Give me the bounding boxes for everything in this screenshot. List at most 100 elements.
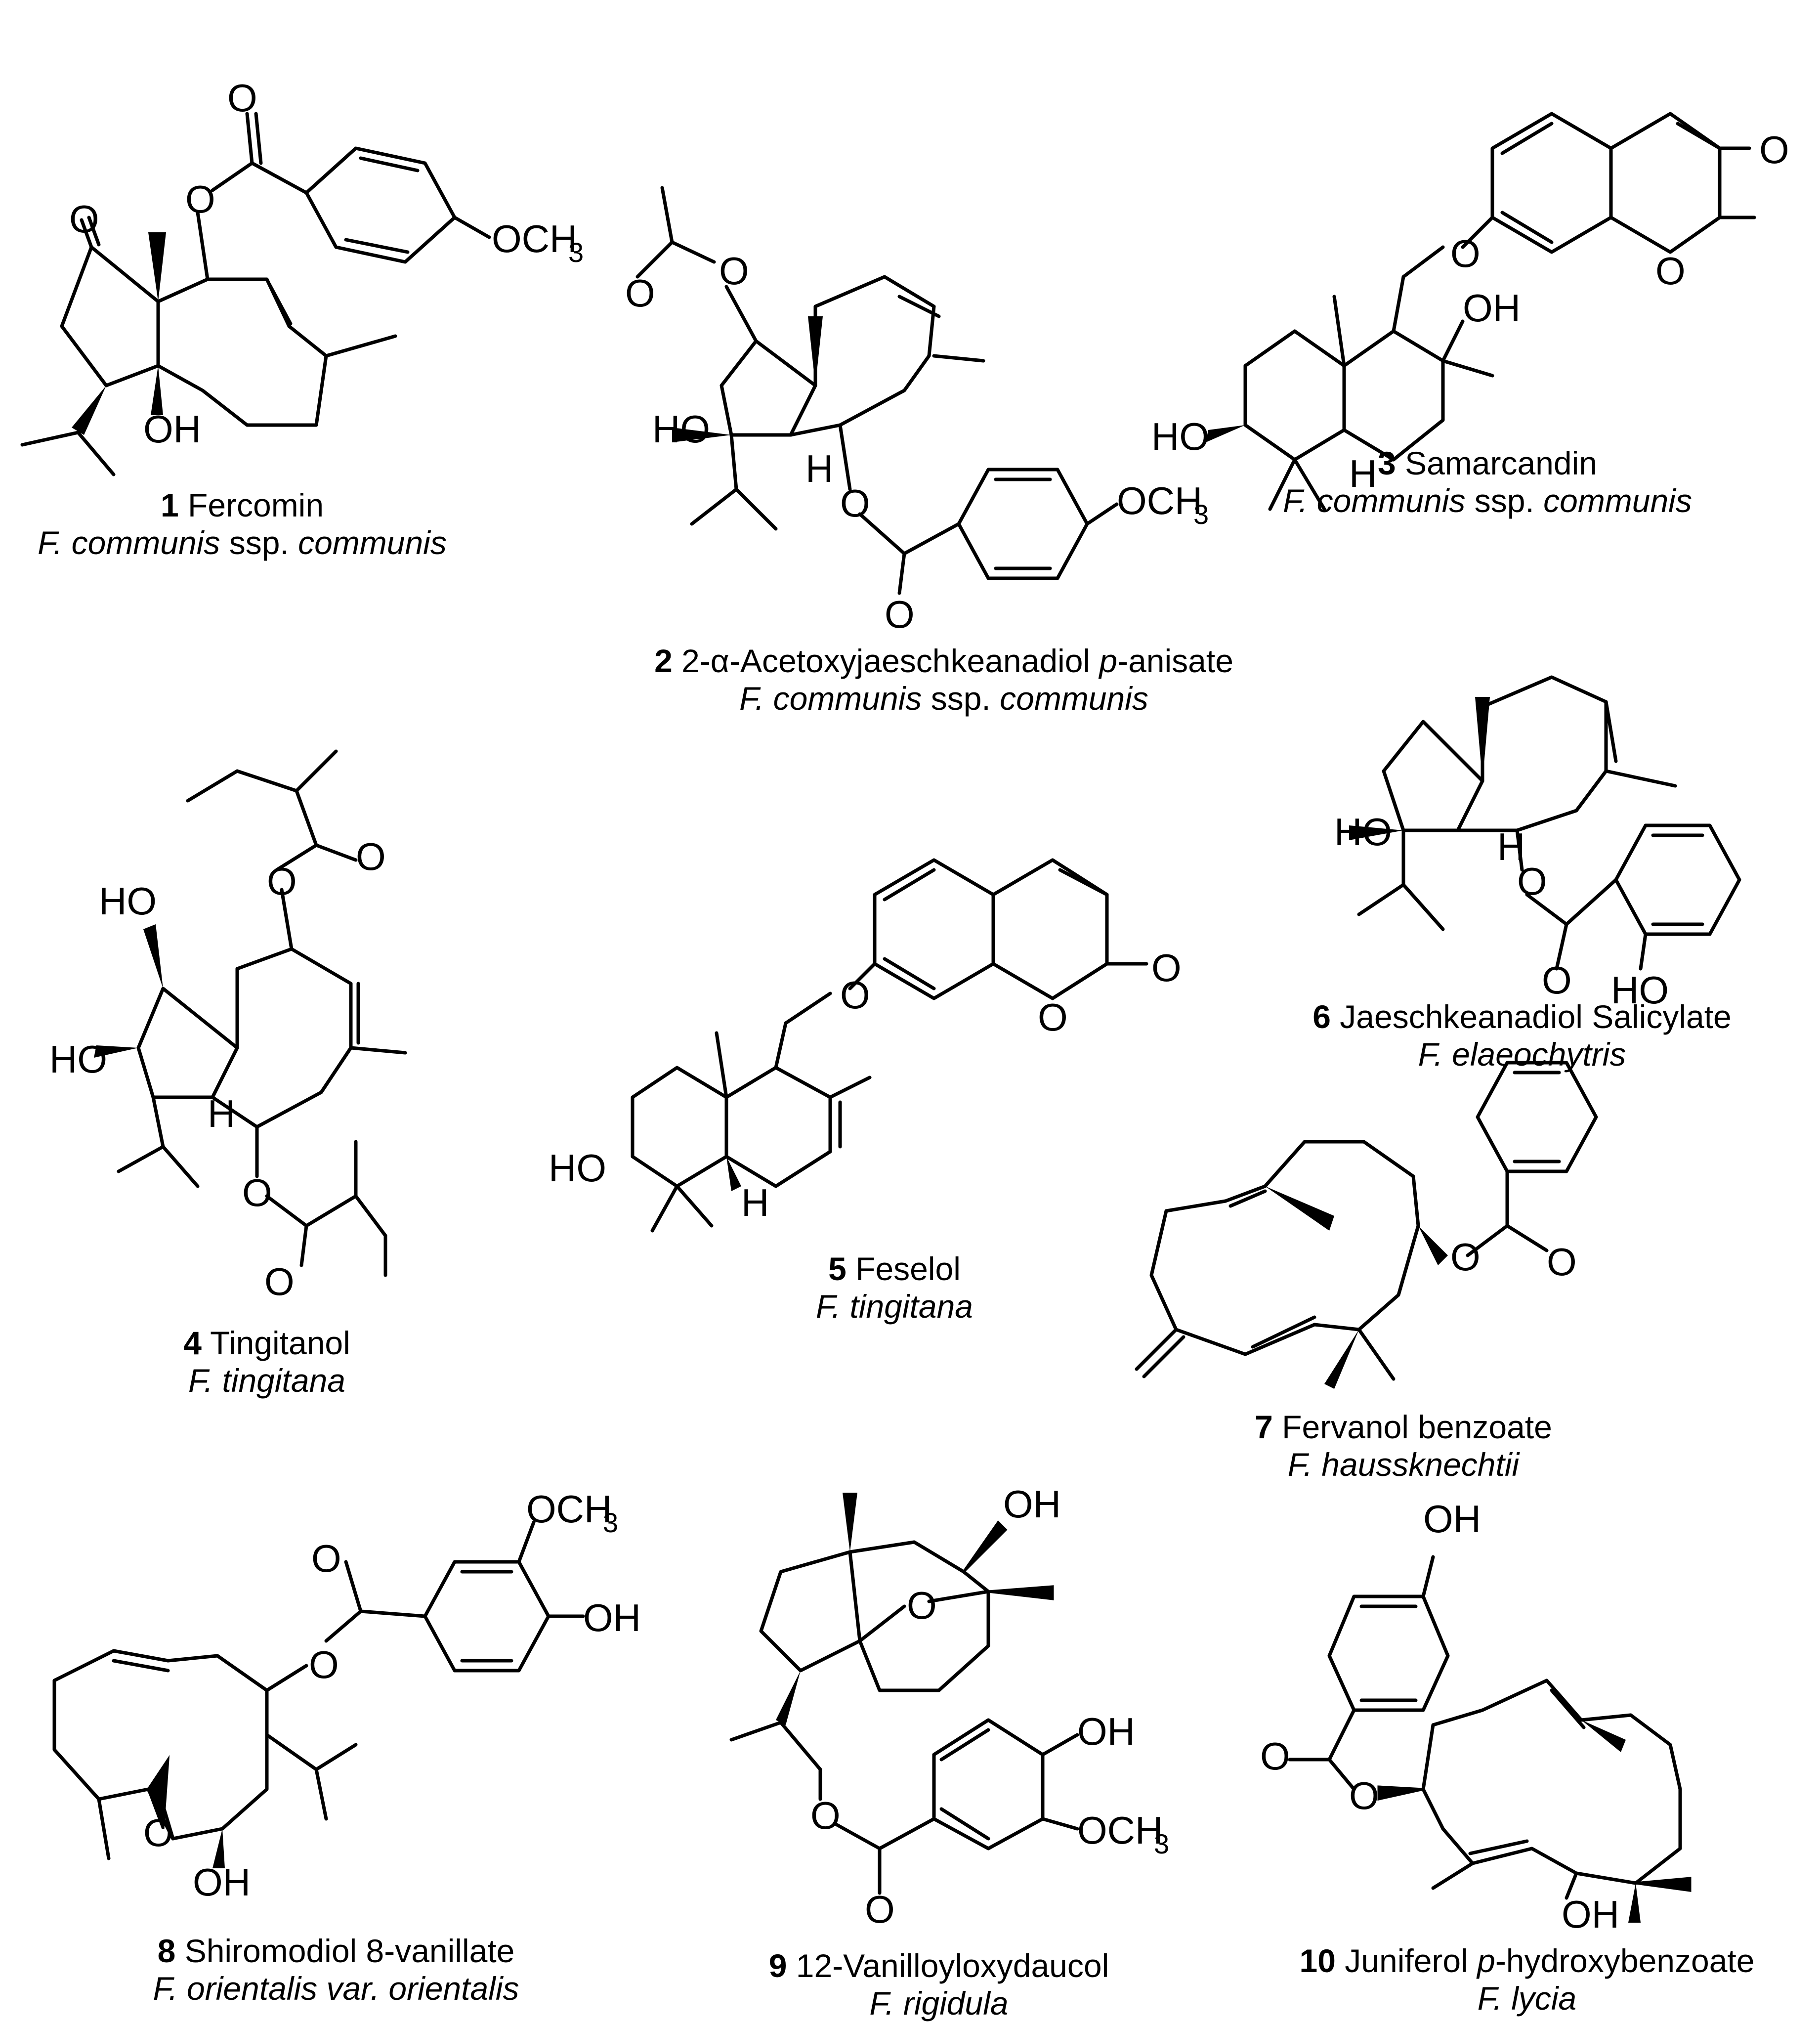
structure-3-samarcandin: O O O OH HO H [1151, 112, 1789, 511]
structure-9-vanilloyloxydaucol: OH O O O OH OCH 3 [729, 1482, 1169, 1931]
atom-label: O [1759, 128, 1789, 172]
species-epithet: communis [298, 524, 447, 561]
atom-subscript: 3 [568, 237, 584, 268]
species-name: F. tingitana [188, 1362, 345, 1399]
atom-label: O [1038, 995, 1068, 1039]
atom-label: O [840, 481, 870, 525]
atom-label: OH [1423, 1497, 1481, 1541]
structure-6-jaeschkeanadiol-salicylate: HO H O O HO [1334, 675, 1741, 1012]
atom-label: O [69, 197, 99, 241]
caption-compound-4: 4 Tingitanol F. tingitana [79, 1325, 455, 1400]
caption-compound-3: 3 Samarcandin F. communis ssp. communis [1235, 445, 1739, 520]
atom-label: H [741, 1181, 769, 1224]
atom-label: O [267, 860, 297, 903]
atom-label: O [840, 973, 870, 1017]
atom-label: O [309, 1643, 339, 1686]
atom-label: OH [1562, 1893, 1619, 1936]
atom-label: O [719, 249, 749, 293]
atom-subscript: 3 [1154, 1828, 1169, 1859]
atom-label: H [1497, 825, 1525, 868]
species-name: F. elaeochytris [1418, 1035, 1626, 1073]
compound-number: 10 [1299, 1942, 1336, 1979]
structure-1-fercomin: O O O OCH 3 OH [20, 76, 584, 476]
species-genus: F. communis [38, 524, 220, 561]
caption-compound-2: 2 2-α-Acetoxyjaeschkeanadiol p-anisate F… [568, 643, 1319, 718]
species-name: F. orientalis var. orientalis [153, 1970, 519, 2007]
atom-label: O [907, 1584, 937, 1627]
atom-subscript: 3 [603, 1507, 618, 1538]
compound-name: Jaeschkeanadiol Salicylate [1340, 998, 1732, 1035]
compound-name: 2-α-Acetoxyjaeschkeanadiol [681, 643, 1100, 679]
compound-number: 6 [1312, 998, 1331, 1035]
compound-name: Tingitanol [210, 1325, 350, 1361]
species-rank: ssp. [931, 680, 991, 717]
atom-label: HO [1611, 968, 1669, 1012]
compound-name: Samarcandin [1405, 445, 1597, 481]
caption-compound-8: 8 Shiromodiol 8-vanillate F. orientalis … [74, 1933, 598, 2008]
compound-number: 3 [1378, 445, 1396, 481]
atom-label: HO [1151, 415, 1209, 458]
compound-number: 1 [160, 487, 179, 523]
atom-label: O [185, 177, 215, 221]
atom-label: O [1517, 860, 1547, 903]
structure-5-feselol: O O O HO H [549, 858, 1182, 1233]
atom-label: OCH [492, 217, 577, 260]
caption-compound-7: 7 Fervanol benzoate F. haussknechtii [1176, 1409, 1631, 1484]
atom-label: OH [143, 407, 201, 451]
compound-name: Juniferol [1345, 1942, 1478, 1979]
atom-label: O [625, 271, 655, 315]
atom-label: O [311, 1537, 341, 1580]
species-rank: ssp. [1474, 482, 1534, 519]
structure-10-juniferol-hydroxybenzoate: OH O O OH [1260, 1497, 1692, 1936]
species-epithet: communis [1543, 482, 1692, 519]
atom-label: OH [1003, 1482, 1061, 1526]
caption-compound-6: 6 Jaeschkeanadiol Salicylate F. elaeochy… [1260, 998, 1784, 1074]
structure-7-fervanol-benzoate: O O [1135, 1061, 1598, 1389]
species-name: F. tingitana [815, 1288, 973, 1325]
atom-label: HO [99, 879, 157, 923]
atom-label: HO [549, 1146, 606, 1190]
structure-4-tingitanol: HO O O HO H O O [49, 749, 407, 1303]
atom-label: O [1450, 232, 1481, 275]
caption-compound-1: 1 Fercomin F. communis ssp. communis [0, 487, 484, 562]
compound-number: 8 [157, 1933, 176, 1969]
atom-label: OCH [526, 1487, 612, 1531]
atom-label: OH [1077, 1710, 1135, 1753]
compound-number: 2 [654, 643, 673, 679]
compound-number: 7 [1255, 1409, 1273, 1445]
compound-name-suffix: -hydroxybenzoate [1495, 1942, 1755, 1979]
structure-2-acetoxyjaeschkeanadiol-anisate: O O HO H O O OCH 3 [625, 186, 1209, 636]
atom-label: HO [652, 407, 710, 451]
compound-name-italic: p [1477, 1942, 1495, 1979]
atom-label: O [264, 1260, 295, 1303]
atom-label: O [143, 1811, 173, 1854]
atom-label: O [1349, 1774, 1379, 1817]
atom-label: OH [583, 1596, 641, 1639]
atom-label: O [1547, 1240, 1577, 1284]
compound-name-italic: p [1099, 643, 1118, 679]
atom-label: OH [1463, 286, 1521, 330]
compound-number: 5 [828, 1250, 847, 1287]
species-name: F. lycia [1477, 1980, 1577, 2017]
atom-label: O [227, 76, 257, 120]
atom-label: O [1542, 958, 1572, 1002]
compound-name: Shiromodiol 8-vanillate [184, 1933, 515, 1969]
species-genus: F. communis [1283, 482, 1466, 519]
compound-name-suffix: -anisate [1117, 643, 1233, 679]
atom-subscript: 3 [1193, 499, 1209, 530]
atom-label: O [1450, 1235, 1481, 1279]
atom-label: O [865, 1888, 895, 1931]
atom-label: O [242, 1171, 272, 1214]
compound-number: 4 [183, 1325, 202, 1361]
compound-number: 9 [768, 1947, 787, 1984]
atom-label: HO [49, 1037, 107, 1081]
atom-label: O [885, 593, 915, 636]
species-epithet: communis [1000, 680, 1148, 717]
species-genus: F. communis [739, 680, 922, 717]
species-rank: ssp. [229, 524, 289, 561]
caption-compound-5: 5 Feselol F. tingitana [707, 1250, 1082, 1326]
species-name: F. haussknechtii [1287, 1446, 1520, 1483]
atom-label: HO [1334, 810, 1392, 854]
structure-8-shiromodiol-vanillate: O O OCH 3 OH O OH [52, 1487, 641, 1904]
